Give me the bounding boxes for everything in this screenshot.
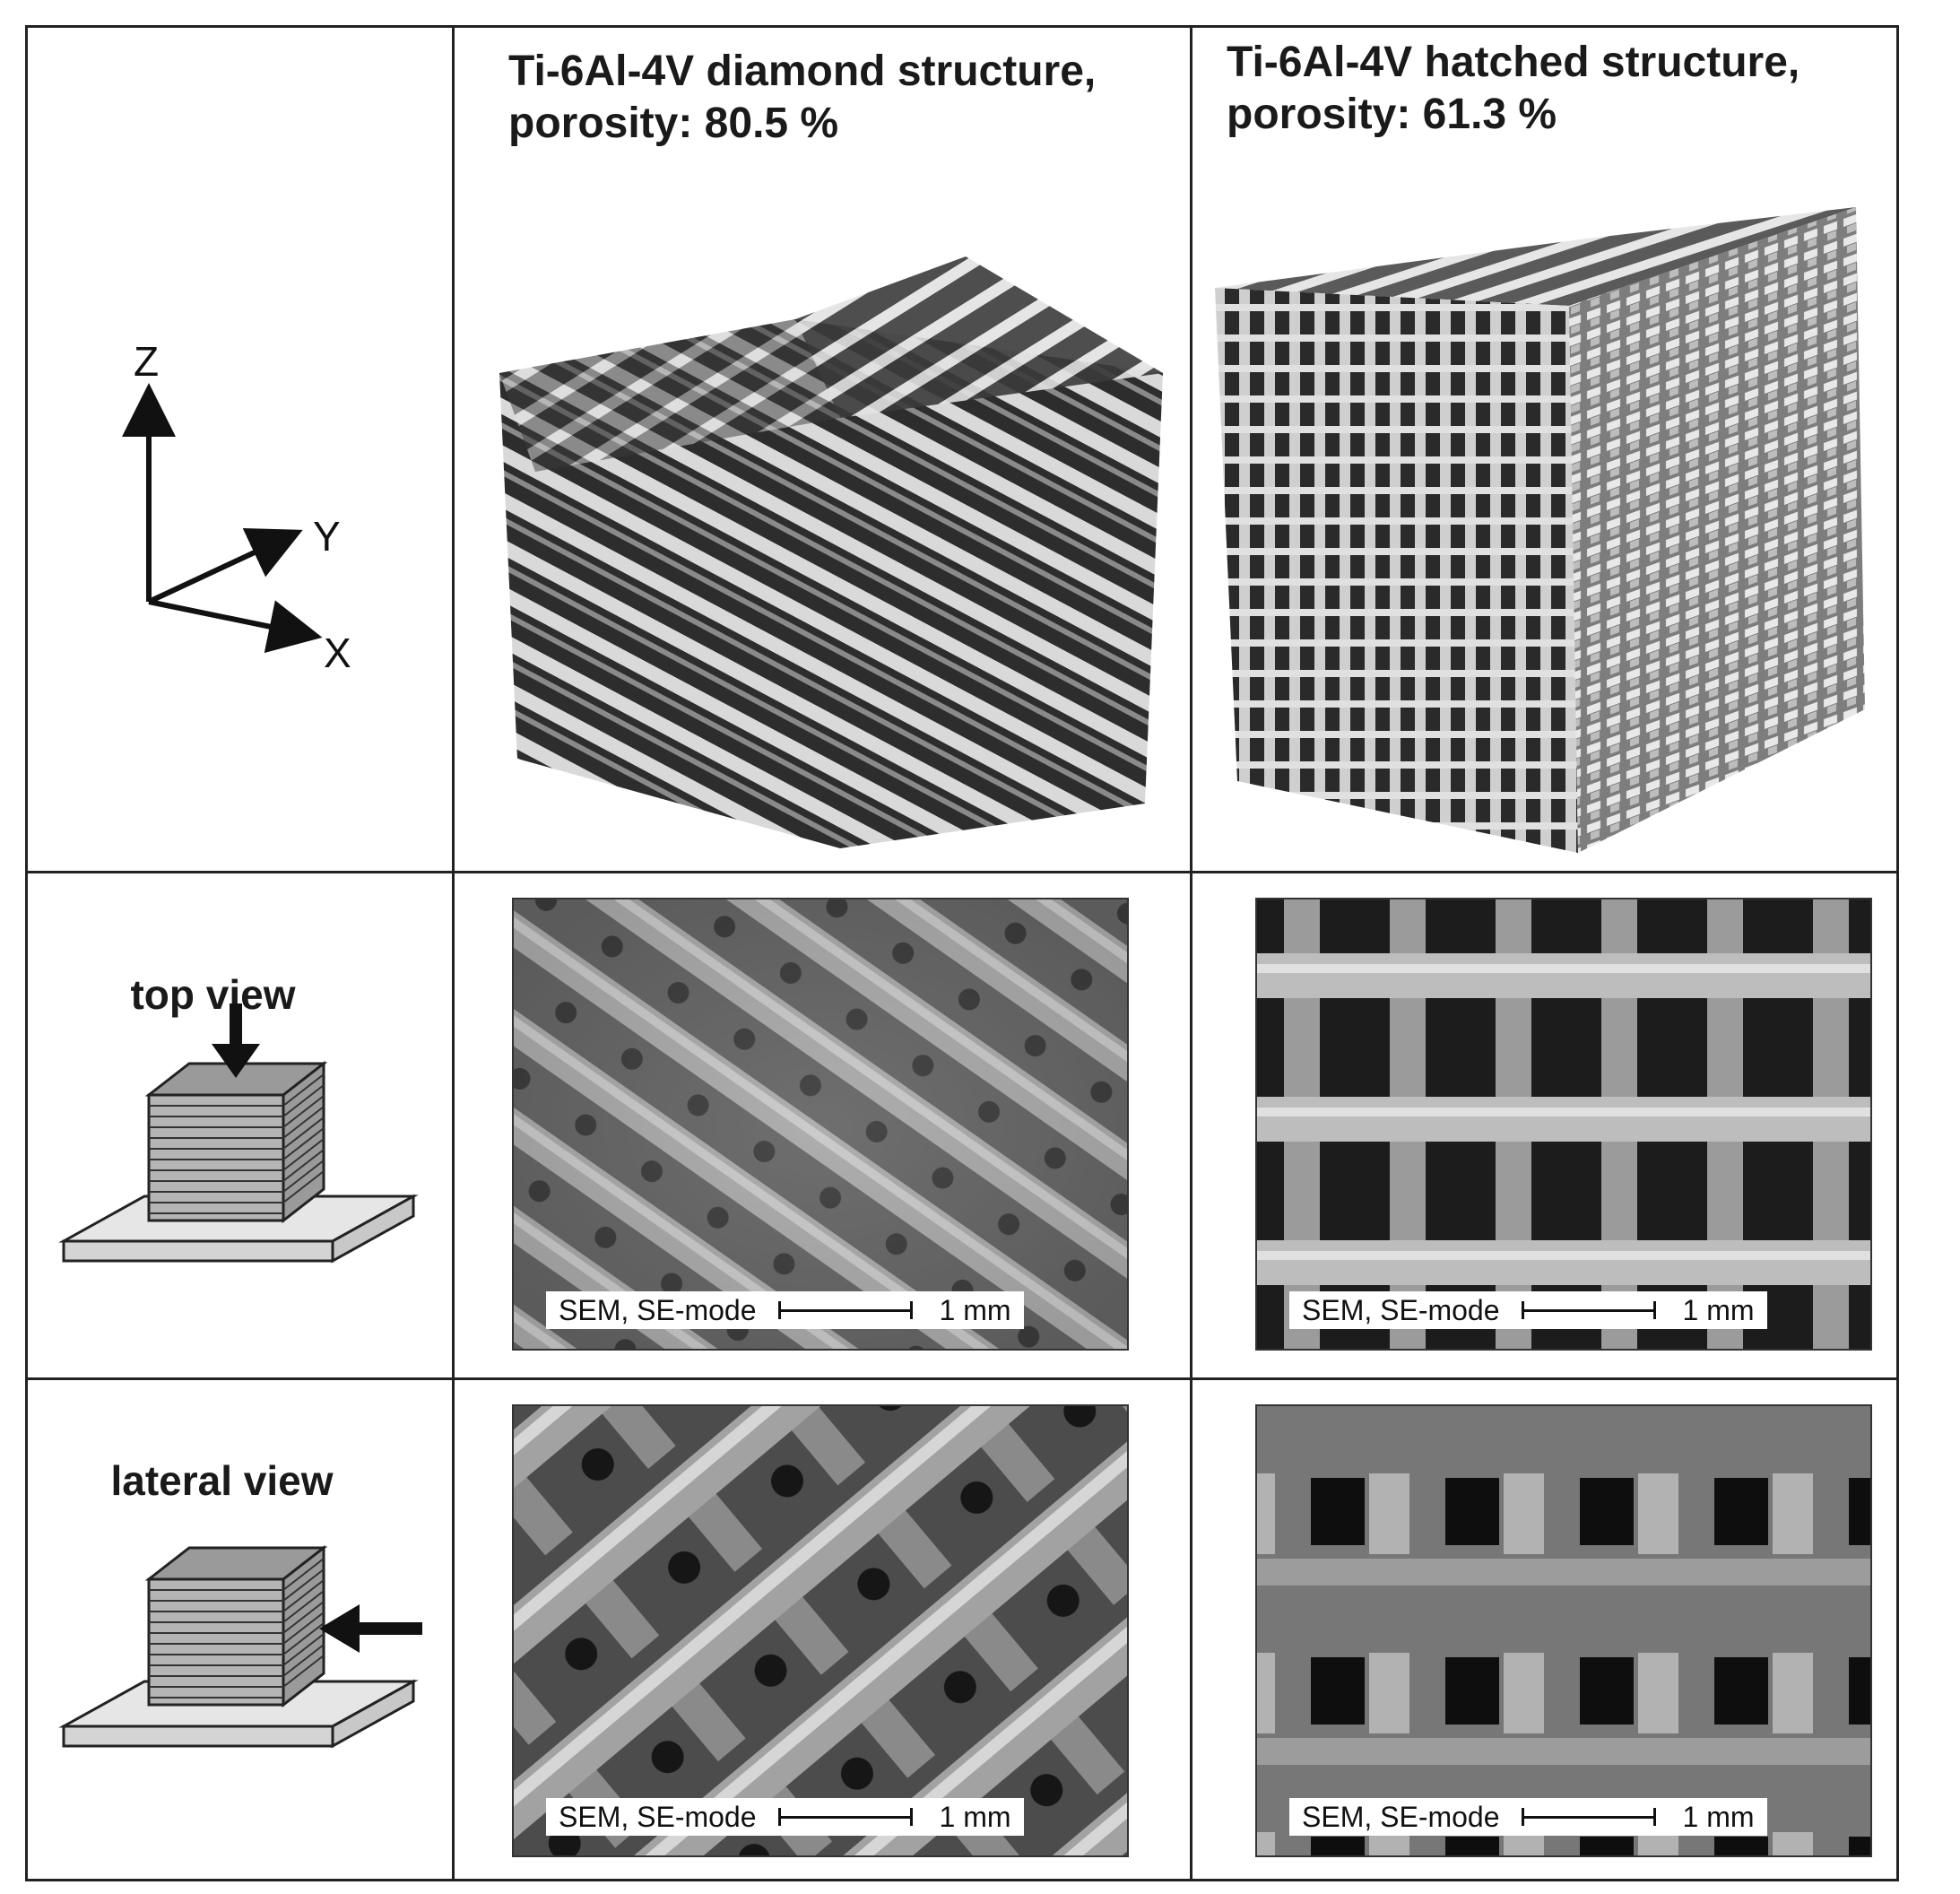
axis-label-y: Y <box>313 513 341 560</box>
scale-bar-line <box>1521 1808 1656 1826</box>
hatched-title: Ti-6Al-4V hatched structure, porosity: 6… <box>1227 37 1800 141</box>
figure-grid: Z Y X Ti-6Al-4V diamond structure, poros… <box>25 25 1899 1881</box>
diamond-title: Ti-6Al-4V diamond structure, porosity: 8… <box>508 46 1096 150</box>
lateral-view-label: lateral view <box>110 1457 334 1504</box>
top-view-cell: top view <box>28 873 452 1377</box>
scale-bar-line <box>777 1808 913 1826</box>
scale-bar-label: 1 mm <box>1682 1293 1755 1326</box>
scale-bar-label: 1 mm <box>939 1293 1011 1326</box>
axes-cell: Z Y X <box>28 28 452 871</box>
lateral-view-cell: lateral view <box>28 1380 452 1884</box>
sem-mode-label: SEM, SE-mode <box>1302 1293 1500 1326</box>
top-view-label: top view <box>130 971 296 1018</box>
hatched-lattice-render <box>1215 207 1865 853</box>
scale-bar-label: 1 mm <box>1682 1800 1755 1833</box>
axis-label-x: X <box>324 630 351 676</box>
hatched-title-line2: porosity: 61.3 % <box>1227 91 1557 138</box>
scale-bar-line <box>1521 1301 1656 1319</box>
lateral-view-schematic-icon <box>58 1544 422 1749</box>
top-view-schematic-icon <box>58 1003 419 1264</box>
sem-diamond-top-image: SEM, SE-mode 1 mm <box>512 898 1129 1351</box>
sem-hatched-lateral-image: SEM, SE-mode 1 mm <box>1255 1404 1872 1857</box>
scale-bar: SEM, SE-mode 1 mm <box>546 1291 1024 1329</box>
scale-bar: SEM, SE-mode 1 mm <box>546 1798 1024 1836</box>
hatched-title-line1: Ti-6Al-4V hatched structure, <box>1227 39 1800 86</box>
sem-diamond-lateral-image: SEM, SE-mode 1 mm <box>512 1404 1129 1857</box>
axis-label-z: Z <box>134 338 160 385</box>
diamond-lattice-render <box>499 256 1163 848</box>
sem-mode-label: SEM, SE-mode <box>1302 1800 1500 1833</box>
coordinate-axes-icon <box>122 383 323 654</box>
hatched-structure-cell: Ti-6Al-4V hatched structure, porosity: 6… <box>1192 28 1902 871</box>
scale-bar-line <box>777 1301 913 1319</box>
scale-bar-label: 1 mm <box>939 1800 1011 1833</box>
scale-bar: SEM, SE-mode 1 mm <box>1289 1291 1767 1329</box>
diamond-structure-cell: Ti-6Al-4V diamond structure, porosity: 8… <box>455 28 1190 871</box>
diamond-title-line2: porosity: 80.5 % <box>508 100 839 147</box>
column-divider <box>452 28 455 1879</box>
sem-mode-label: SEM, SE-mode <box>559 1293 757 1326</box>
sem-mode-label: SEM, SE-mode <box>559 1800 757 1833</box>
row-divider <box>28 871 1896 873</box>
row-divider <box>28 1377 1896 1380</box>
sem-hatched-top-image: SEM, SE-mode 1 mm <box>1255 898 1872 1351</box>
column-divider <box>1190 28 1192 1879</box>
scale-bar: SEM, SE-mode 1 mm <box>1289 1798 1767 1836</box>
diamond-title-line1: Ti-6Al-4V diamond structure, <box>508 48 1097 95</box>
